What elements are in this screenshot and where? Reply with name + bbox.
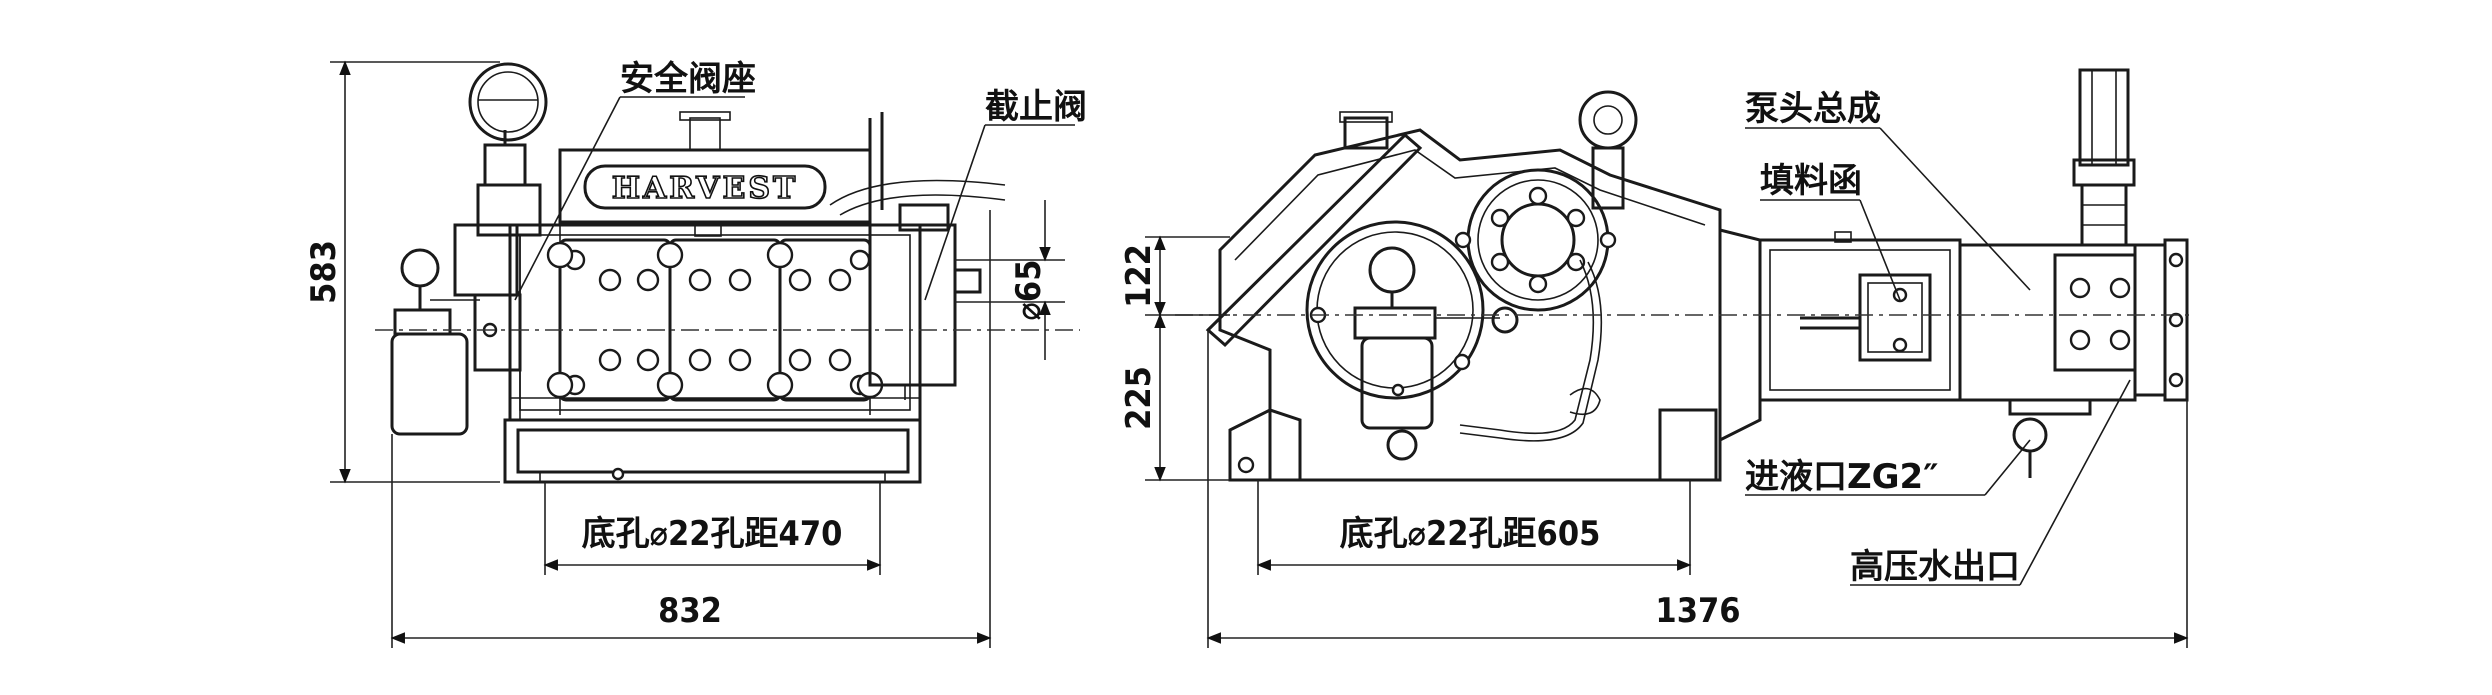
height-dimension: 583 <box>304 240 344 304</box>
safety-valve-seat-label: 安全阀座 <box>620 59 756 99</box>
front-view: HARVEST <box>304 59 1087 648</box>
width-dimension: 832 <box>658 591 722 631</box>
cylinder-head-plates <box>546 221 884 402</box>
length-dimension: 1376 <box>1655 591 1740 631</box>
lower-height-dimension: 225 <box>1119 366 1159 430</box>
side-view: 122 225 底孔⌀22孔距605 1376 泵头总成 填料函 进液口ZG2″… <box>1119 68 2190 648</box>
stop-valve-label: 截止阀 <box>985 87 1087 127</box>
side-base-holes-label: 底孔⌀22孔距605 <box>1340 514 1601 554</box>
high-pressure-outlet-label: 高压水出口 <box>1850 547 2020 587</box>
upper-height-dimension: 122 <box>1119 244 1159 308</box>
inlet-label: 进液口ZG2″ <box>1745 457 1938 497</box>
front-base-holes-label: 底孔⌀22孔距470 <box>582 514 843 554</box>
brand-logo: HARVEST <box>612 171 799 206</box>
outlet-diameter-dimension: ⌀65 <box>1009 260 1049 321</box>
stuffing-box-label: 填料函 <box>1760 161 1862 201</box>
pump-head-assembly-label: 泵头总成 <box>1745 89 1881 129</box>
